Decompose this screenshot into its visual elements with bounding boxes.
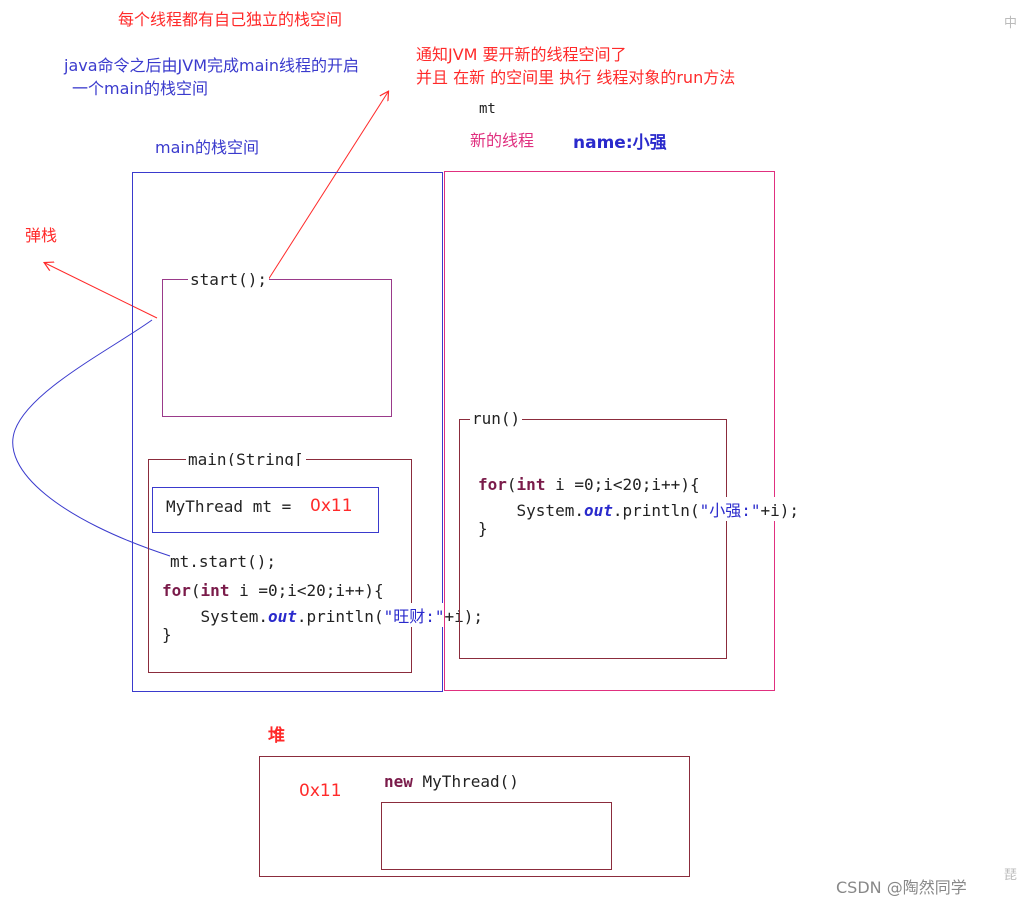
- main-frame-label: main(String[: [186, 450, 306, 466]
- run-frame-label: run(): [470, 409, 523, 428]
- print-suffix: +i);: [760, 501, 800, 520]
- print-prefix: System.: [162, 607, 268, 626]
- thread-name-label: name:小强: [573, 133, 667, 153]
- main-loop-line: for(int i =0;i<20;i++){: [162, 581, 388, 600]
- per-thread-stack-note: 每个线程都有自己独立的栈空间: [118, 10, 343, 29]
- heap-address: 0x11: [299, 781, 342, 801]
- start-frame-box: [162, 279, 392, 417]
- jvm-main-note-line1: java命令之后由JVM完成main线程的开启: [64, 56, 359, 75]
- run-frame-box: [459, 419, 727, 659]
- main-stack-box: [132, 172, 443, 692]
- notify-jvm-note-line1: 通知JVM 要开新的线程空间了: [416, 45, 627, 64]
- out-field: out: [583, 501, 613, 520]
- run-loop-line: for(int i =0;i<20;i++){: [478, 475, 704, 494]
- mythread-object-box: [381, 802, 612, 870]
- int-keyword: int: [516, 475, 546, 494]
- loop-condition: i =0;i<20;i++){: [545, 475, 700, 494]
- corner-glyph-top: 中: [1004, 16, 1018, 31]
- new-thread-title: 新的线程: [470, 131, 535, 150]
- mythread-address: 0x11: [310, 496, 353, 516]
- mythread-var-box: [152, 487, 379, 533]
- run-close-brace: }: [478, 519, 488, 538]
- csdn-watermark: CSDN @陶然同学: [836, 878, 967, 897]
- print-suffix: +i);: [444, 607, 484, 626]
- new-mythread-expr: new MyThread(): [384, 772, 519, 791]
- run-print-line: System.out.println("小强:"+i);: [478, 497, 804, 521]
- mt-start-call: mt.start();: [170, 552, 276, 571]
- main-print-line: System.out.println("旺财:"+i);: [162, 603, 488, 627]
- loop-condition: i =0;i<20;i++){: [229, 581, 384, 600]
- print-prefix: System.: [478, 501, 584, 520]
- print-string: "小强:": [699, 501, 761, 520]
- for-keyword: for: [478, 475, 507, 494]
- mt-var-label: mt: [479, 101, 496, 117]
- print-method: .println(: [612, 501, 700, 520]
- main-stack-title: main的栈空间: [155, 138, 259, 157]
- call-start-curve: [12, 319, 171, 557]
- print-method: .println(: [296, 607, 384, 626]
- main-close-brace: }: [162, 625, 172, 644]
- heap-box: [259, 756, 690, 877]
- new-expr-type: MyThread(): [412, 772, 519, 791]
- new-keyword: new: [384, 772, 413, 791]
- int-keyword: int: [200, 581, 230, 600]
- jvm-main-note-line2: 一个main的栈空间: [72, 79, 208, 98]
- corner-glyph-bottom: 琵: [1004, 868, 1018, 883]
- out-field: out: [267, 607, 297, 626]
- pop-stack-arrow: [45, 263, 158, 319]
- mythread-declaration: MyThread mt =: [166, 497, 292, 516]
- heap-title: 堆: [268, 726, 285, 746]
- new-thread-stack-box: [444, 171, 775, 691]
- print-string: "旺财:": [383, 607, 445, 626]
- for-keyword: for: [162, 581, 191, 600]
- start-frame-label: start();: [188, 270, 270, 289]
- notify-jvm-note-line2: 并且 在新 的空间里 执行 线程对象的run方法: [416, 68, 736, 87]
- pop-stack-label: 弹栈: [25, 226, 58, 245]
- start-to-notify-arrow: [267, 92, 388, 281]
